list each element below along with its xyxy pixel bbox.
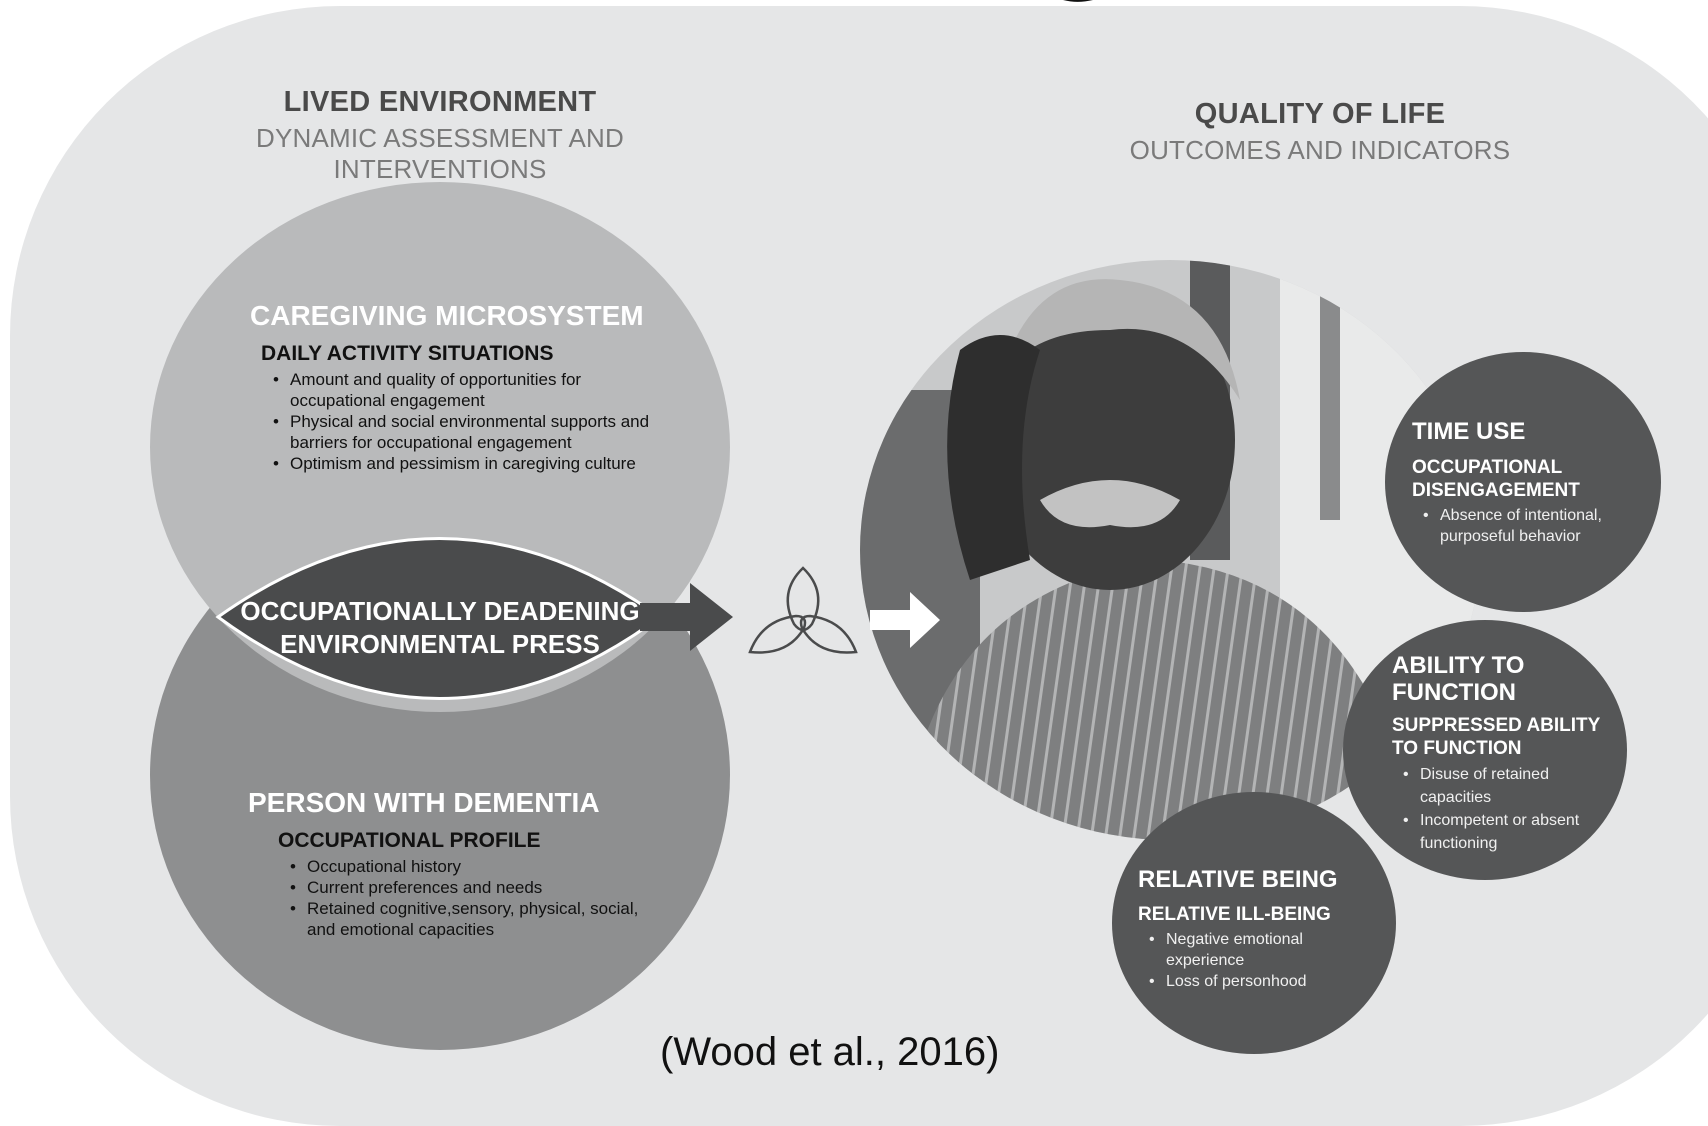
list-item: Negative emotional experience (1148, 929, 1338, 971)
relative-circle (1112, 792, 1396, 1054)
press-line1: OCCUPATIONALLY DEADENING (240, 596, 640, 626)
right-header-subtitle: OUTCOMES AND INDICATORS (1129, 135, 1511, 165)
relative-title: RELATIVE BEING (1138, 866, 1338, 893)
person-content: PERSON WITH DEMENTIA OCCUPATIONAL PROFIL… (248, 787, 648, 940)
list-item: Retained cognitive,sensory, physical, so… (289, 898, 648, 940)
caregiving-subtitle: DAILY ACTIVITY SITUATIONS (261, 342, 554, 365)
list-item: Disuse of retained capacities (1402, 763, 1607, 809)
list-item: Amount and quality of opportunities for … (272, 369, 680, 411)
list-item: Absence of intentional, purposeful behav… (1422, 505, 1642, 547)
ability-content: ABILITY TO FUNCTION SUPPRESSED ABILITY T… (1392, 652, 1612, 855)
press-graphics (215, 537, 733, 700)
ability-bullets: Disuse of retained capacities Incompeten… (1402, 763, 1607, 855)
time-use-title: TIME USE (1412, 418, 1526, 445)
left-header-title: LIVED ENVIRONMENT (283, 86, 597, 118)
person-title: PERSON WITH DEMENTIA (248, 787, 600, 818)
triquetra-icon (748, 566, 858, 654)
list-item: Current preferences and needs (289, 877, 648, 898)
ability-subtitle: SUPPRESSED ABILITY TO FUNCTION (1392, 715, 1600, 759)
time-use-subtitle: OCCUPATIONAL DISENGAGEMENT (1412, 457, 1580, 501)
person-subtitle: OCCUPATIONAL PROFILE (278, 829, 541, 852)
left-header-subtitle: DYNAMIC ASSESSMENT AND INTERVENTIONS (255, 123, 624, 184)
citation: (Wood et al., 2016) (660, 1030, 1000, 1074)
relative-subtitle: RELATIVE ILL-BEING (1138, 904, 1331, 925)
right-header-title: QUALITY OF LIFE (1194, 98, 1446, 130)
caregiving-bullets: Amount and quality of opportunities for … (272, 369, 680, 474)
time-use-bullets: Absence of intentional, purposeful behav… (1422, 505, 1642, 547)
relative-content: RELATIVE BEING RELATIVE ILL-BEING Negati… (1138, 866, 1368, 992)
caregiving-content: CAREGIVING MICROSYSTEM DAILY ACTIVITY SI… (250, 300, 680, 474)
list-item: Loss of personhood (1148, 971, 1338, 992)
list-item: Optimism and pessimism in caregiving cul… (272, 453, 680, 474)
press-line2: ENVIRONMENTAL PRESS (280, 629, 600, 659)
relative-bullets: Negative emotional experience Loss of pe… (1148, 929, 1338, 992)
list-item: Physical and social environmental suppor… (272, 411, 680, 453)
elderly-man-photo (860, 260, 1480, 840)
ability-title: ABILITY TO FUNCTION (1392, 652, 1525, 706)
press-arrow (640, 583, 733, 651)
list-item: Incompetent or absent functioning (1402, 809, 1607, 855)
list-item: Occupational history (289, 856, 648, 877)
page-title-partial (230, 0, 1530, 29)
time-use-content: TIME USE OCCUPATIONAL DISENGAGEMENT Abse… (1412, 418, 1642, 547)
left-header: LIVED ENVIRONMENT DYNAMIC ASSESSMENT AND… (160, 86, 720, 185)
person-bullets: Occupational history Current preferences… (289, 856, 648, 940)
quality-arrow (870, 592, 940, 648)
caregiving-title: CAREGIVING MICROSYSTEM (250, 300, 644, 331)
right-header: QUALITY OF LIFE OUTCOMES AND INDICATORS (1100, 98, 1540, 166)
cropped-title-glyphs (1063, 0, 1093, 2)
time-use-circle (1385, 352, 1661, 612)
press-label: OCCUPATIONALLY DEADENING ENVIRONMENTAL P… (230, 595, 650, 661)
